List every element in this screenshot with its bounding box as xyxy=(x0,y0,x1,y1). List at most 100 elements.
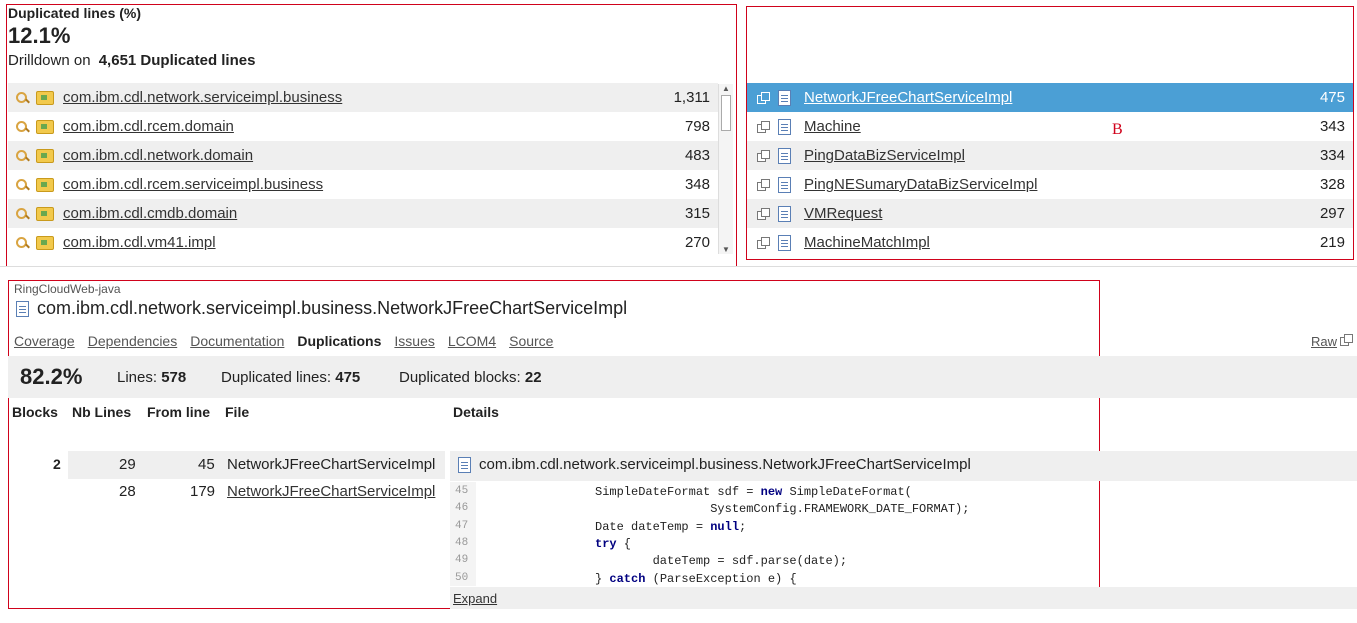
file-name[interactable]: VMRequest xyxy=(804,205,883,222)
file-value: 343 xyxy=(1319,118,1345,135)
search-icon[interactable] xyxy=(16,149,30,163)
duplicate-icon[interactable] xyxy=(757,207,770,220)
file-icon xyxy=(778,176,791,193)
metric-title: Duplicated lines (%) xyxy=(8,5,142,21)
stats-percent: 82.2% xyxy=(20,364,83,389)
package-row[interactable]: com.ibm.cdl.rcem.serviceimpl.business 348 xyxy=(8,170,718,199)
tab-duplications[interactable]: Duplications xyxy=(297,333,382,349)
package-name[interactable]: com.ibm.cdl.cmdb.domain xyxy=(63,205,238,222)
package-icon xyxy=(36,148,54,163)
tab-coverage[interactable]: Coverage xyxy=(14,333,75,349)
drilldown-label: Drilldown on 4,651 Duplicated lines xyxy=(8,52,255,69)
package-row[interactable]: com.ibm.cdl.cmdb.domain 315 xyxy=(8,199,718,228)
block-row-1-file[interactable]: NetworkJFreeChartServiceImpl xyxy=(227,456,436,473)
scroll-down-arrow[interactable]: ▼ xyxy=(722,245,730,254)
file-name[interactable]: PingDataBizServiceImpl xyxy=(804,147,965,164)
search-icon[interactable] xyxy=(16,207,30,221)
file-value: 219 xyxy=(1319,234,1345,251)
package-row[interactable]: com.ibm.cdl.network.domain 483 xyxy=(8,141,718,170)
package-name[interactable]: com.ibm.cdl.rcem.domain xyxy=(63,118,234,135)
search-icon[interactable] xyxy=(16,236,30,250)
block-row-2-nb-lines: 28 xyxy=(119,483,136,500)
copy-icon[interactable] xyxy=(1340,334,1353,346)
file-value: 297 xyxy=(1319,205,1345,222)
file-row[interactable]: Machine 343 xyxy=(747,112,1353,141)
package-name[interactable]: com.ibm.cdl.rcem.serviceimpl.business xyxy=(63,176,324,193)
details-class-name: com.ibm.cdl.network.serviceimpl.business… xyxy=(479,456,971,473)
col-details: Details xyxy=(453,404,499,420)
package-icon xyxy=(36,206,54,221)
file-name[interactable]: NetworkJFreeChartServiceImpl xyxy=(804,89,1013,106)
package-name[interactable]: com.ibm.cdl.network.serviceimpl.business xyxy=(63,89,343,106)
details-file-icon xyxy=(458,456,471,473)
package-value: 348 xyxy=(684,176,710,193)
tab-documentation[interactable]: Documentation xyxy=(190,333,285,349)
file-row[interactable]: MachineMatchImpl 219 xyxy=(747,228,1353,257)
block-row-1-from-line: 45 xyxy=(198,456,215,473)
code-line-number: 49 xyxy=(455,554,469,567)
package-icon xyxy=(36,177,54,192)
annotation-label-b: B xyxy=(1112,121,1123,138)
file-icon xyxy=(778,147,791,164)
search-icon[interactable] xyxy=(16,178,30,192)
package-list-scrollbar[interactable]: ▲ ▼ xyxy=(718,84,733,254)
raw-link[interactable]: Raw xyxy=(1311,334,1338,349)
package-value: 315 xyxy=(684,205,710,222)
stats-dup-lines: Duplicated lines: 475 xyxy=(221,369,361,386)
package-name[interactable]: com.ibm.cdl.network.domain xyxy=(63,147,254,164)
tab-issues[interactable]: Issues xyxy=(394,333,435,349)
file-icon xyxy=(778,118,791,135)
scroll-thumb[interactable] xyxy=(721,95,731,131)
divider xyxy=(0,266,1357,267)
metric-percent: 12.1% xyxy=(8,23,71,48)
file-name[interactable]: PingNESumaryDataBizServiceImpl xyxy=(804,176,1038,193)
col-nb-lines: Nb Lines xyxy=(72,404,132,420)
scroll-up-arrow[interactable]: ▲ xyxy=(722,84,730,93)
details-header: com.ibm.cdl.network.serviceimpl.business… xyxy=(458,456,971,473)
col-blocks: Blocks xyxy=(12,404,58,420)
search-icon[interactable] xyxy=(16,120,30,134)
tab-source[interactable]: Source xyxy=(509,333,554,349)
package-value: 1,311 xyxy=(673,89,710,106)
duplicate-icon[interactable] xyxy=(757,178,770,191)
code-gutter xyxy=(450,482,476,586)
file-icon xyxy=(778,89,791,106)
block-row-2-from-line: 179 xyxy=(190,483,216,500)
file-name[interactable]: MachineMatchImpl xyxy=(804,234,930,251)
drilldown-value: 4,651 Duplicated lines xyxy=(98,52,256,69)
duplicate-icon[interactable] xyxy=(757,236,770,249)
code-line: Date dateTemp = null; xyxy=(595,519,747,534)
block-row-2-file[interactable]: NetworkJFreeChartServiceImpl xyxy=(227,483,436,500)
duplicate-icon[interactable] xyxy=(757,149,770,162)
search-icon[interactable] xyxy=(16,91,30,105)
code-line: } catch (ParseException e) { xyxy=(595,571,797,586)
block-row-1-nb-lines: 29 xyxy=(119,456,136,473)
file-value: 475 xyxy=(1319,89,1345,106)
duplicate-icon[interactable] xyxy=(757,91,770,104)
package-icon xyxy=(36,235,54,250)
class-header: com.ibm.cdl.network.serviceimpl.business… xyxy=(16,298,627,319)
class-name: com.ibm.cdl.network.serviceimpl.business… xyxy=(37,298,628,318)
expand-bar xyxy=(450,587,1357,609)
tab-bar: Coverage Dependencies Documentation Duplica… xyxy=(14,333,566,351)
file-value: 328 xyxy=(1319,176,1345,193)
file-row[interactable]: NetworkJFreeChartServiceImpl 475 xyxy=(747,83,1353,112)
stats-dup-blocks: Duplicated blocks: 22 xyxy=(399,369,542,386)
tab-lcom4[interactable]: LCOM4 xyxy=(447,333,497,349)
file-row[interactable]: PingNESumaryDataBizServiceImpl 328 xyxy=(747,170,1353,199)
annotation-box-c xyxy=(8,280,1100,609)
expand-link[interactable]: Expand xyxy=(453,591,498,606)
package-value: 483 xyxy=(684,147,710,164)
tab-dependencies[interactable]: Dependencies xyxy=(87,333,178,349)
project-name: RingCloudWeb-java xyxy=(14,282,121,296)
package-row[interactable]: com.ibm.cdl.network.serviceimpl.business… xyxy=(8,83,718,112)
package-name[interactable]: com.ibm.cdl.vm41.impl xyxy=(63,234,216,251)
stats-bar xyxy=(8,356,1357,398)
file-name[interactable]: Machine xyxy=(804,118,861,135)
details-header-bg xyxy=(450,451,1357,481)
duplicate-icon[interactable] xyxy=(757,120,770,133)
file-row[interactable]: VMRequest 297 xyxy=(747,199,1353,228)
